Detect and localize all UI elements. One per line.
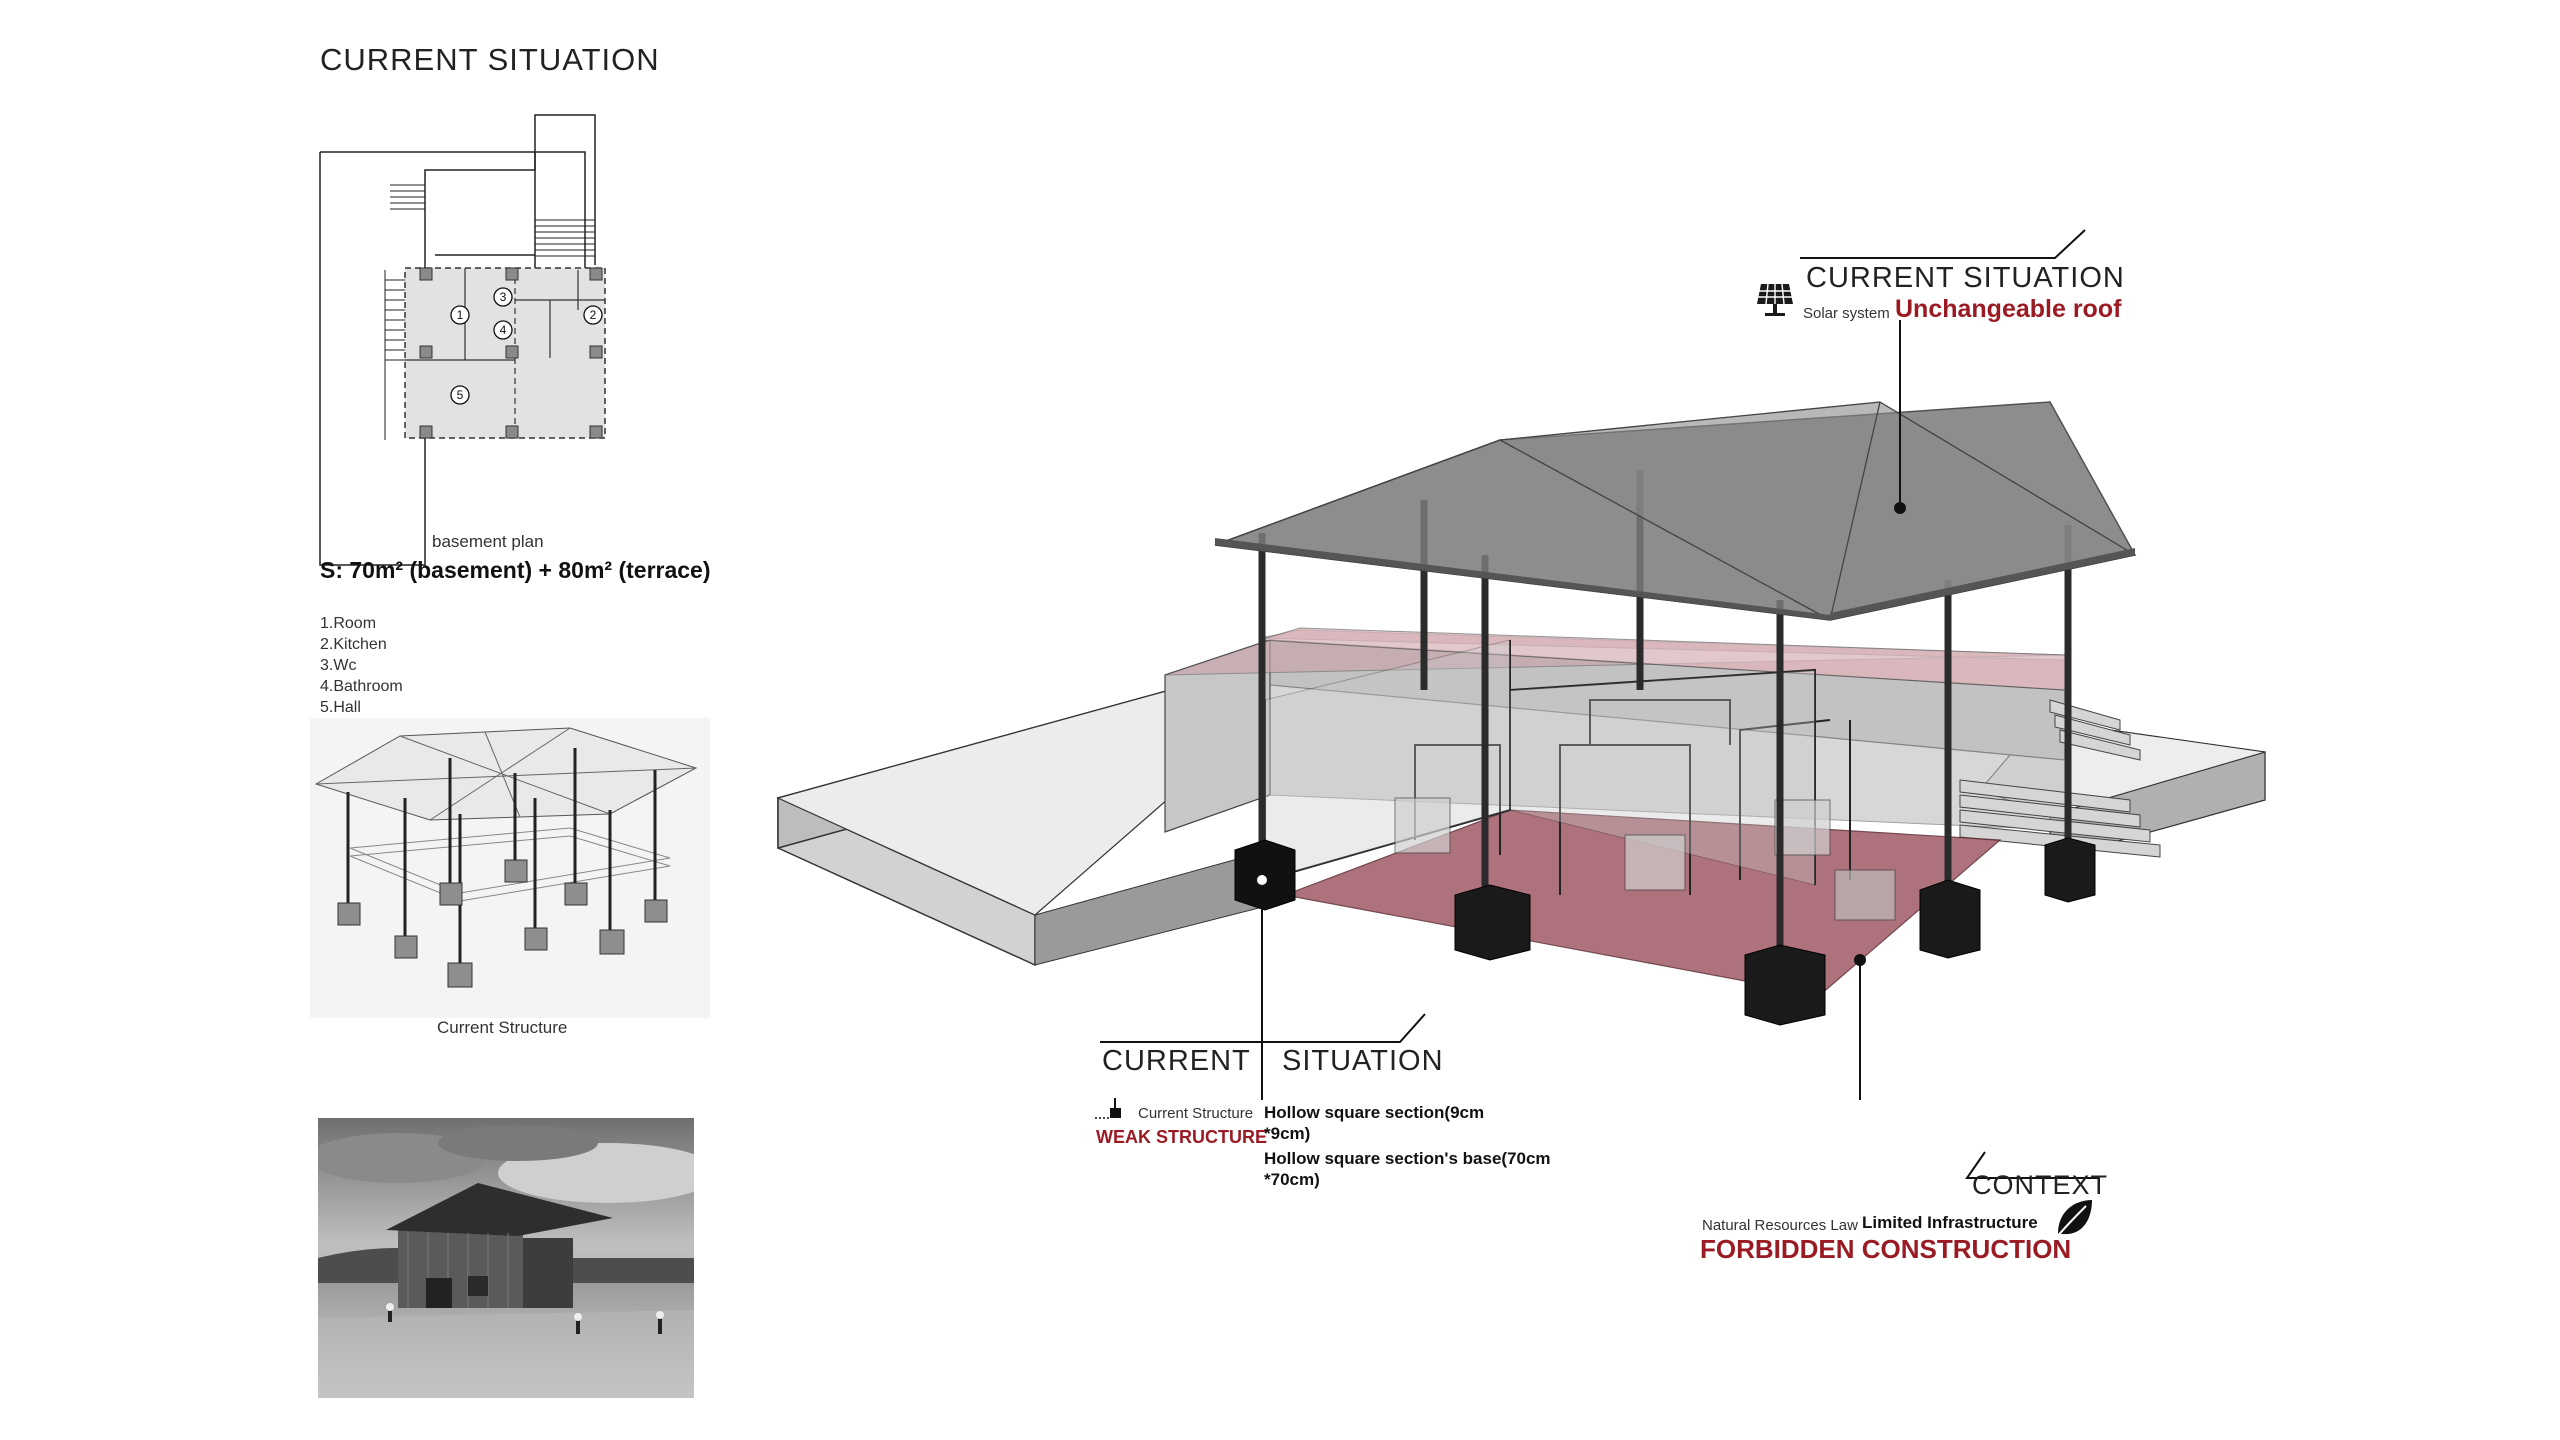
- column-base-icon: [1095, 1098, 1121, 1119]
- room-number: 4: [500, 323, 507, 337]
- leaf-icon: [2055, 1200, 2092, 1239]
- roof-callout-highlight: Unchangeable roof: [1895, 295, 2122, 323]
- context-callout-highlight: FORBIDDEN CONSTRUCTION: [1700, 1234, 2072, 1264]
- structure-callout-title-right: SITUATION: [1282, 1045, 1444, 1077]
- section-title: CURRENT SITUATION: [320, 42, 660, 77]
- room-legend: 1.Room 2.Kitchen 3.Wc 4.Bathroom 5.Hall: [320, 613, 403, 718]
- structure-caption: Current Structure: [437, 1018, 568, 1037]
- structure-details: Hollow square section(9cm *9cm) Hollow s…: [1264, 1102, 1551, 1190]
- basement-plan-drawing: 1 2 3 4 5: [319, 114, 606, 566]
- roof-callout-label: Solar system: [1803, 305, 1890, 322]
- area-summary: S: 70m² (basement) + 80m² (terrace): [320, 557, 711, 583]
- structure-callout-label: Current Structure: [1138, 1105, 1254, 1122]
- structure-detail-line: *70cm): [1264, 1170, 1320, 1189]
- structure-callout-line: [1100, 1013, 1426, 1043]
- room-number: 3: [500, 290, 507, 304]
- structure-detail-line: *9cm): [1264, 1124, 1311, 1143]
- room-number: 1: [457, 308, 464, 322]
- context-callout-line: [1965, 1151, 2100, 1179]
- context-callout-title: CONTEXT: [1972, 1170, 2109, 1200]
- legend-item: 1.Room: [320, 615, 377, 632]
- structure-detail-line: Hollow square section(9cm: [1264, 1103, 1485, 1122]
- context-callout-label: Natural Resources Law: [1702, 1217, 1858, 1234]
- structure-callout-title-left: CURRENT: [1102, 1045, 1251, 1077]
- roof-callout-title: CURRENT SITUATION: [1806, 262, 2125, 294]
- roof-callout-line: [1800, 229, 2086, 259]
- legend-item: 3.Wc: [320, 657, 357, 674]
- solar-panel-icon: [1757, 283, 1793, 316]
- building-photo: [318, 1118, 694, 1398]
- legend-item: 5.Hall: [320, 699, 361, 716]
- room-number: 5: [457, 388, 464, 402]
- axonometric-drawing: [776, 320, 2266, 1100]
- plan-caption: basement plan: [432, 532, 544, 551]
- context-callout-sub: Limited Infrastructure: [1862, 1213, 2038, 1232]
- structure-diagram: [310, 718, 710, 1018]
- structure-callout-highlight: WEAK STRUCTURE: [1096, 1127, 1267, 1147]
- room-number: 2: [590, 308, 597, 322]
- legend-item: 4.Bathroom: [320, 678, 403, 695]
- legend-item: 2.Kitchen: [320, 636, 387, 653]
- structure-detail-line: Hollow square section's base(70cm: [1264, 1149, 1551, 1168]
